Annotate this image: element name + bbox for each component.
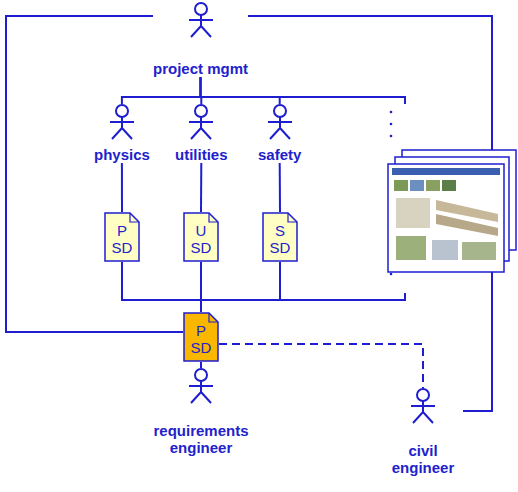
document-label: P SD [110, 218, 134, 256]
actor-label: civil engineer [383, 442, 463, 476]
connector [122, 262, 201, 312]
actor-node: requirements engineer [145, 368, 257, 456]
connector [201, 262, 280, 312]
actor-node: civil engineer [383, 388, 463, 476]
connector [200, 163, 202, 212]
actor-figure [107, 104, 137, 140]
continuation-dot [390, 273, 393, 276]
connector [122, 77, 201, 104]
connector [200, 362, 202, 368]
document-label: P SD [189, 318, 213, 356]
actor-node: project mgmt [153, 2, 248, 77]
connector [201, 77, 280, 104]
document-node: P SD [104, 212, 140, 262]
connector [279, 163, 281, 212]
actor-label: requirements engineer [145, 422, 257, 456]
connector [219, 344, 423, 388]
connector [121, 163, 123, 212]
document-label: U SD [189, 218, 213, 256]
actor-figure [186, 2, 216, 38]
document-node: S SD [262, 212, 298, 262]
continuation-dot [390, 111, 393, 114]
actor-figure [186, 104, 216, 140]
actor-node: utilities [175, 104, 228, 163]
bus-extension [280, 293, 405, 300]
actor-label: safety [258, 146, 301, 163]
continuation-dot [390, 123, 393, 126]
continuation-dot [390, 135, 393, 138]
actor-figure [408, 388, 438, 424]
actor-label: physics [94, 146, 150, 163]
actor-node: physics [94, 104, 150, 163]
bus-extension [280, 97, 405, 104]
actor-figure [265, 104, 295, 140]
document-node: P SD [183, 312, 219, 362]
actor-label: utilities [175, 146, 228, 163]
actor-figure [186, 368, 216, 404]
actor-label: project mgmt [153, 60, 248, 77]
actor-node: safety [258, 104, 301, 163]
document-stack [388, 150, 516, 272]
document-label: S SD [268, 218, 292, 256]
document-node: U SD [183, 212, 219, 262]
